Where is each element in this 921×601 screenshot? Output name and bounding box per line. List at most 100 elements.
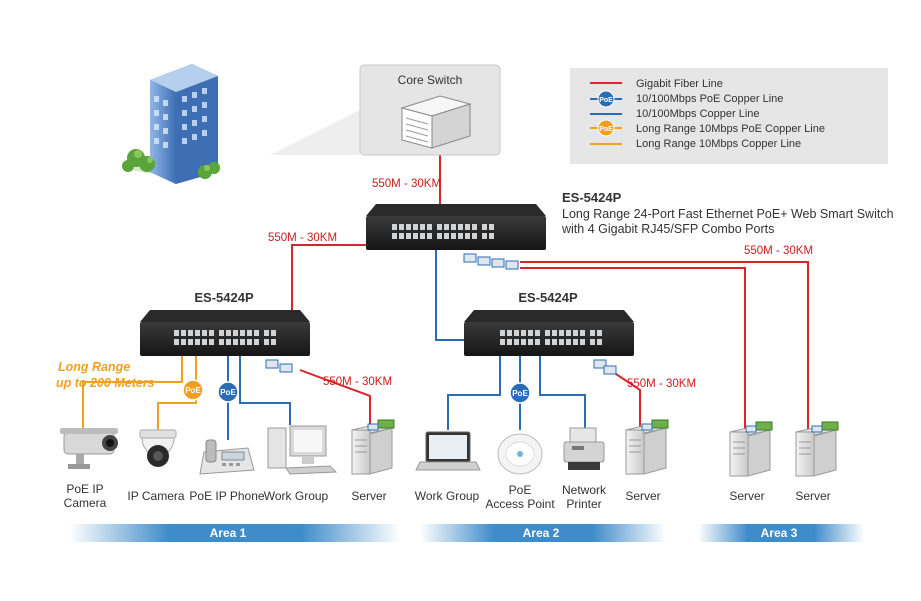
fiber-main-area3-b: [520, 267, 746, 430]
server-icon[interactable]: [795, 421, 839, 477]
copper-left-workgroup: [239, 355, 291, 425]
switch-port: [444, 233, 449, 239]
switch-port: [202, 330, 207, 336]
poe-ap-label-1: PoE: [509, 483, 532, 497]
switch-port: [219, 330, 224, 336]
legend-item-fiber: Gigabit Fiber Line: [590, 78, 723, 90]
switch-port: [489, 224, 494, 230]
servers: [351, 419, 839, 477]
switch-port: [181, 330, 186, 336]
svg-text:10/100Mbps Copper Line: 10/100Mbps Copper Line: [636, 108, 760, 120]
core-switch-label: Core Switch: [398, 73, 463, 87]
area-1-label: Area 1: [210, 526, 247, 540]
poe-ap-label-2: Access Point: [485, 497, 555, 511]
long-range-line1: Long Range: [58, 360, 130, 374]
server-2-label: Server: [625, 489, 660, 503]
switch-port: [247, 330, 252, 336]
area-2-band: Area 2: [420, 524, 666, 542]
long-range-line2: up to 200 Meters: [56, 376, 155, 390]
svg-text:PoE: PoE: [599, 97, 613, 104]
switch-port: [209, 339, 214, 345]
switch-port: [427, 224, 432, 230]
ip-camera-icon[interactable]: [139, 429, 177, 467]
server-icon[interactable]: [351, 419, 395, 475]
mid-switch[interactable]: ES-5424P: [464, 290, 634, 375]
work-group-1-label: Work Group: [264, 489, 329, 503]
legend-item-poe-copper: PoE 10/100Mbps PoE Copper Line: [590, 90, 783, 108]
switch-port: [254, 339, 259, 345]
server-icon[interactable]: [729, 421, 773, 477]
distance-main-area3: 550M - 30KM: [744, 245, 813, 257]
server-3-label: Server: [729, 489, 764, 503]
left-switch-ports: [174, 330, 276, 345]
work-group-computer-icon[interactable]: [267, 425, 338, 475]
switch-port: [566, 339, 571, 345]
switch-port: [427, 233, 432, 239]
main-switch[interactable]: [366, 204, 546, 270]
switch-port: [264, 339, 269, 345]
switch-port: [195, 339, 200, 345]
poe-badge-blue-left: PoE: [217, 381, 239, 403]
left-switch[interactable]: ES-5424P: [140, 290, 310, 373]
switch-port: [559, 330, 564, 336]
left-switch-model: ES-5424P: [194, 290, 254, 305]
lr-left-ipcam: [157, 355, 197, 430]
access-point-icon[interactable]: [497, 433, 543, 475]
switch-port: [482, 224, 487, 230]
poe-ip-camera-icon[interactable]: [60, 428, 118, 469]
server-1-label: Server: [351, 489, 386, 503]
server-icon[interactable]: [625, 419, 669, 475]
switch-port: [535, 339, 540, 345]
fiber-left-server: [299, 369, 371, 428]
mid-sfp-module: [593, 359, 607, 369]
switch-port: [472, 224, 477, 230]
laptop-icon[interactable]: [415, 431, 481, 471]
core-switch[interactable]: Core Switch: [270, 64, 501, 156]
switch-port: [226, 330, 231, 336]
switch-port: [420, 224, 425, 230]
switch-port: [514, 339, 519, 345]
area-2-label: Area 2: [523, 526, 560, 540]
area-1-band: Area 1: [70, 524, 400, 542]
switch-port: [233, 330, 238, 336]
switch-port: [271, 339, 276, 345]
legend-item-lr-copper: Long Range 10Mbps Copper Line: [590, 138, 801, 150]
switch-port: [566, 330, 571, 336]
switch-port: [458, 224, 463, 230]
switch-port: [406, 233, 411, 239]
switch-port: [580, 339, 585, 345]
switch-port: [413, 224, 418, 230]
main-switch-description: ES-5424P Long Range 24-Port Fast Etherne…: [561, 190, 894, 236]
svg-text:Long Range 10Mbps PoE Copper L: Long Range 10Mbps PoE Copper Line: [636, 123, 825, 135]
switch-port: [465, 233, 470, 239]
switch-port: [181, 339, 186, 345]
printer-label-2: Printer: [566, 497, 601, 511]
switch-port: [514, 330, 519, 336]
legend-item-lr-poe-copper: PoE Long Range 10Mbps PoE Copper Line: [590, 119, 825, 137]
poe-ip-camera-label-2: Camera: [64, 496, 107, 510]
mid-switch-model: ES-5424P: [518, 290, 578, 305]
copper-mid-workgroup: [447, 352, 501, 430]
svg-text:PoE: PoE: [185, 386, 201, 395]
area-3-label: Area 3: [761, 526, 798, 540]
printer-icon[interactable]: [563, 427, 605, 470]
switch-port: [392, 233, 397, 239]
switch-port: [528, 330, 533, 336]
fiber-mid-server: [609, 369, 641, 428]
switch-port: [406, 224, 411, 230]
main-sfp-modules: [463, 253, 519, 270]
copper-mid-printer: [539, 352, 586, 430]
switch-port: [392, 224, 397, 230]
ip-phone-icon[interactable]: [199, 439, 255, 475]
main-switch-model: ES-5424P: [562, 190, 622, 205]
switch-port: [240, 339, 245, 345]
left-sfp-module: [265, 359, 279, 369]
switch-port: [590, 339, 595, 345]
switch-port: [472, 233, 477, 239]
distance-left-server: 550M - 30KM: [323, 376, 392, 388]
switch-port: [500, 330, 505, 336]
switch-port: [254, 330, 259, 336]
legend-item-copper: 10/100Mbps Copper Line: [590, 108, 760, 120]
switch-port: [209, 330, 214, 336]
